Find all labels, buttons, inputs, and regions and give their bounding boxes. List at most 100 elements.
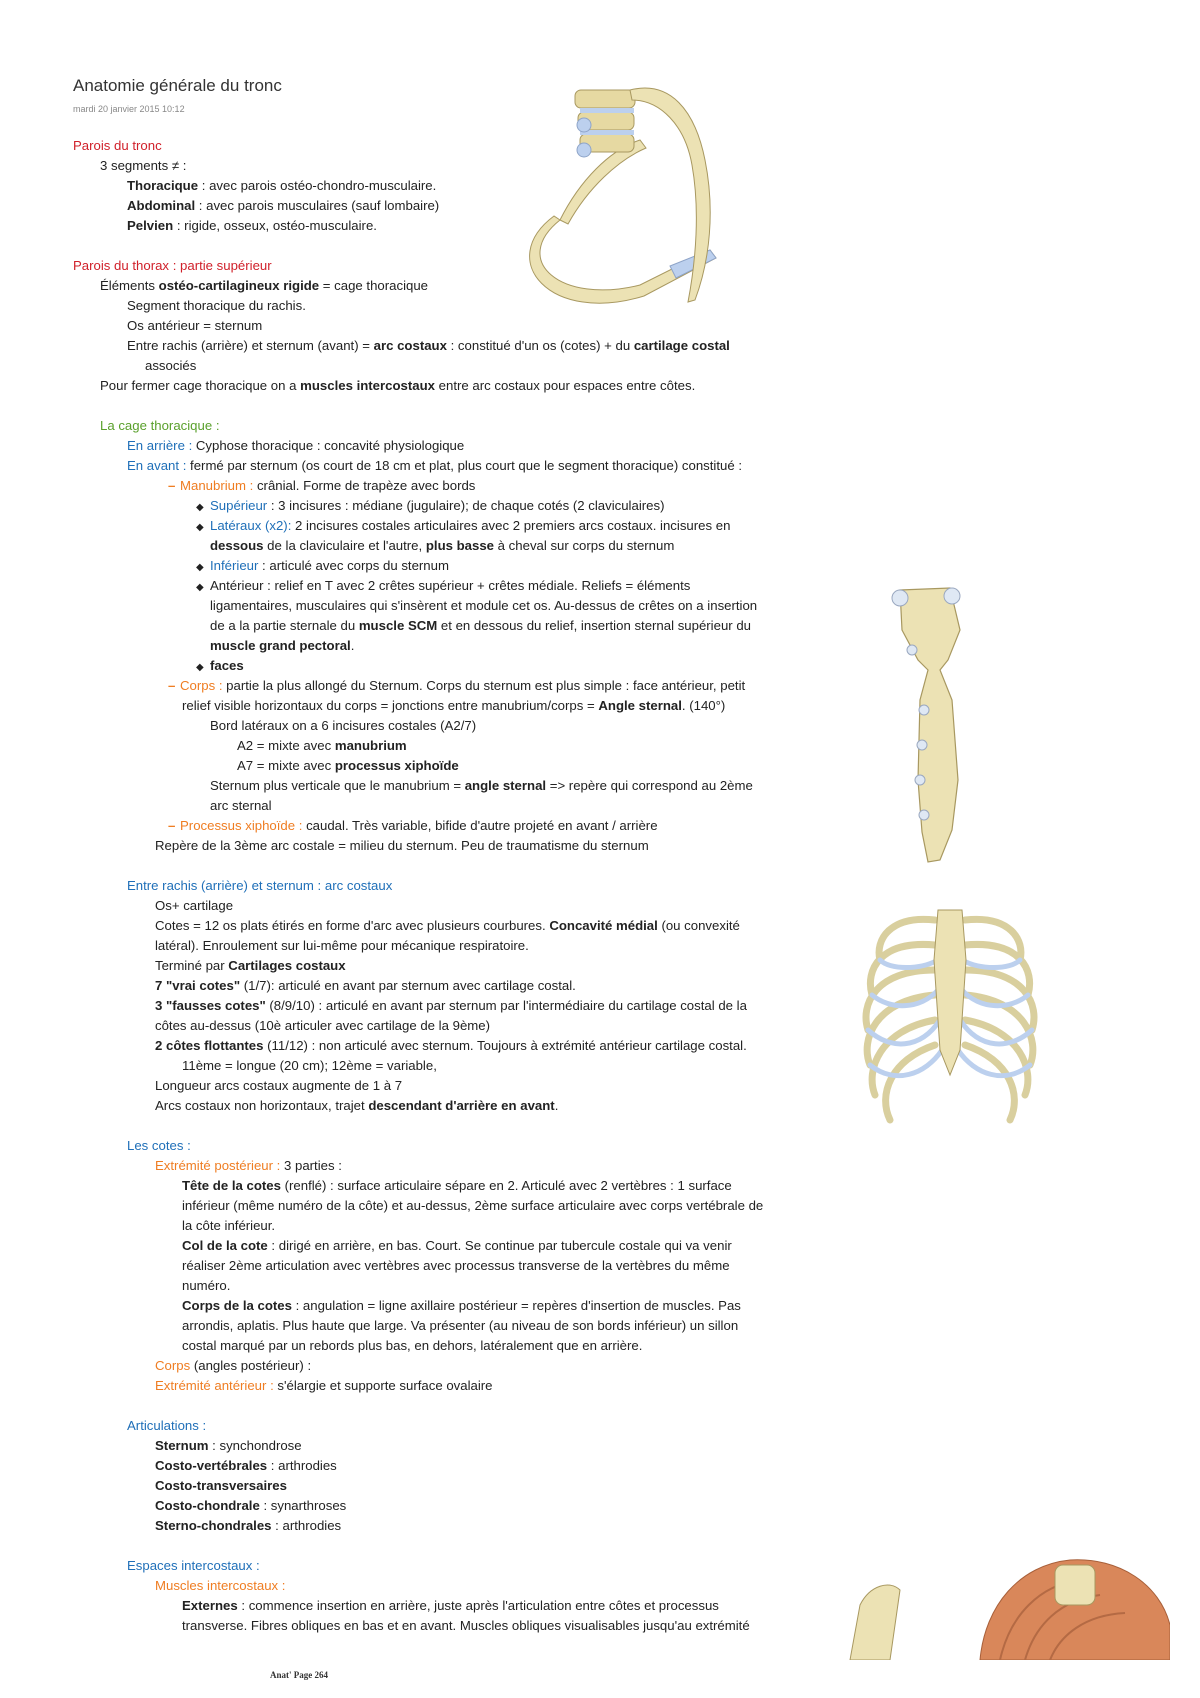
note-text: Longueur arcs costaux augmente de 1 à 7 bbox=[155, 1078, 403, 1093]
note-text: arrondis, aplatis. Plus haute que large.… bbox=[182, 1318, 739, 1333]
note-line: latéral). Enroulement sur lui-même pour … bbox=[155, 938, 529, 954]
note-line: Sternum plus verticale que le manubrium … bbox=[210, 778, 753, 794]
note-line: ◆Inférieur : articulé avec corps du ster… bbox=[196, 558, 449, 576]
note-line: 11ème = longue (20 cm); 12ème = variable… bbox=[182, 1058, 437, 1074]
note-line: Sternum : synchondrose bbox=[155, 1438, 302, 1454]
note-line: Abdominal : avec parois musculaires (sau… bbox=[127, 198, 439, 214]
note-text: réaliser 2ème articulation avec vertèbre… bbox=[182, 1258, 730, 1273]
note-line: ligamentaires, musculaires qui s'insèren… bbox=[210, 598, 757, 614]
note-text: = cage thoracique bbox=[319, 278, 429, 293]
note-text: : arthrodies bbox=[271, 1518, 342, 1533]
note-text: plus basse bbox=[425, 538, 495, 553]
note-text: "fausses cotes" bbox=[166, 998, 266, 1013]
note-line: Thoracique : avec parois ostéo-chondro-m… bbox=[127, 178, 436, 194]
note-text: Muscles intercostaux : bbox=[155, 1578, 286, 1593]
note-line: Éléments ostéo-cartilagineux rigide = ca… bbox=[100, 278, 428, 294]
note-text: latéral). Enroulement sur lui-même pour … bbox=[155, 938, 529, 953]
note-line: associés bbox=[145, 358, 196, 374]
note-line: de a la partie sternale du muscle SCM et… bbox=[210, 618, 751, 634]
note-line: Corps de la cotes : angulation = ligne a… bbox=[182, 1298, 741, 1314]
note-line: numéro. bbox=[182, 1278, 230, 1294]
note-text: Antérieur : relief en T avec 2 crêtes su… bbox=[210, 578, 691, 593]
note-text: : constitué d'un os (cotes) + du bbox=[446, 338, 634, 353]
note-text: côtes au-dessus (10è articuler avec cart… bbox=[155, 1018, 490, 1033]
note-text: En avant : bbox=[127, 458, 187, 473]
note-text: muscles intercostaux bbox=[300, 378, 435, 393]
note-text: arc costaux bbox=[373, 338, 447, 353]
note-text: Parois du thorax : partie supérieur bbox=[73, 258, 272, 273]
note-text: caudal. Très variable, bifide d'autre pr… bbox=[302, 818, 658, 833]
note-line: Arcs costaux non horizontaux, trajet des… bbox=[155, 1098, 558, 1114]
note-text: – bbox=[168, 478, 176, 493]
note-line: Articulations : bbox=[127, 1418, 206, 1434]
note-text: Les cotes : bbox=[127, 1138, 191, 1153]
note-line: Les cotes : bbox=[127, 1138, 191, 1154]
note-text: A7 = mixte avec bbox=[237, 758, 335, 773]
note-line: relief visible horizontaux du corps = jo… bbox=[182, 698, 725, 714]
note-line: Costo-vertébrales : arthrodies bbox=[155, 1458, 337, 1474]
note-line: Extrémité antérieur : s'élargie et suppo… bbox=[155, 1378, 493, 1394]
note-line: Col de la cote : dirigé en arrière, en b… bbox=[182, 1238, 732, 1254]
note-text: . bbox=[554, 1098, 559, 1113]
note-line: 2 côtes flottantes (11/12) : non articul… bbox=[155, 1038, 747, 1054]
note-text: Espaces intercostaux : bbox=[127, 1558, 260, 1573]
note-text: 2 incisures costales articulaires avec 2… bbox=[291, 518, 731, 533]
note-text: "vrai cotes" bbox=[166, 978, 241, 993]
note-line: 3 segments ≠ : bbox=[100, 158, 186, 174]
note-line: inférieur (même numéro de la côte) et au… bbox=[182, 1198, 763, 1214]
note-text: fermé par sternum (os court de 18 cm et … bbox=[186, 458, 743, 473]
note-text: la côte inférieur. bbox=[182, 1218, 276, 1233]
note-text: à cheval sur corps du sternum bbox=[494, 538, 675, 553]
rib-vertebra-figure bbox=[529, 87, 717, 304]
note-text: 7 bbox=[155, 978, 166, 993]
note-line: A7 = mixte avec processus xiphoïde bbox=[237, 758, 459, 774]
bullet-diamond-icon: ◆ bbox=[196, 562, 204, 573]
note-text: muscle SCM bbox=[358, 618, 438, 633]
page-date: mardi 20 janvier 2015 10:12 bbox=[73, 104, 185, 114]
note-text: – bbox=[168, 678, 176, 693]
note-line: –Processus xiphoïde : caudal. Très varia… bbox=[168, 818, 658, 834]
bullet-diamond-icon: ◆ bbox=[196, 502, 204, 513]
note-text: : articulé avec corps du sternum bbox=[258, 558, 449, 573]
sternum-figure bbox=[891, 587, 961, 863]
note-line: ◆faces bbox=[196, 658, 244, 676]
note-text: (renflé) : surface articulaire sépare en… bbox=[280, 1178, 732, 1193]
note-text: Éléments bbox=[100, 278, 159, 293]
note-text: processus xiphoïde bbox=[334, 758, 459, 773]
note-text: relief visible horizontaux du corps = jo… bbox=[182, 698, 599, 713]
note-text: arc sternal bbox=[210, 798, 272, 813]
note-text: : dirigé en arrière, en bas. Court. Se c… bbox=[267, 1238, 732, 1253]
note-text: Tête de la cotes bbox=[182, 1178, 281, 1193]
note-text: . (140°) bbox=[681, 698, 726, 713]
note-line: –Manubrium : crânial. Forme de trapèze a… bbox=[168, 478, 475, 494]
note-text: : avec parois ostéo-chondro-musculaire. bbox=[198, 178, 437, 193]
note-line: Extrémité postérieur : 3 parties : bbox=[155, 1158, 342, 1174]
note-text: Manubrium : bbox=[180, 478, 254, 493]
bullet-diamond-icon: ◆ bbox=[196, 522, 204, 533]
note-line: Bord latéraux on a 6 incisures costales … bbox=[210, 718, 476, 734]
note-line: Externes : commence insertion en arrière… bbox=[182, 1598, 719, 1614]
note-line: costal marqué par un rebords plus bas, e… bbox=[182, 1338, 642, 1354]
note-text: (11/12) : non articulé avec sternum. Tou… bbox=[263, 1038, 747, 1053]
note-text: Sterno-chondrales bbox=[155, 1518, 272, 1533]
note-text: => repère qui correspond au 2ème bbox=[546, 778, 753, 793]
note-text: entre arc costaux pour espaces entre côt… bbox=[435, 378, 696, 393]
note-text: Corps bbox=[155, 1358, 191, 1373]
note-line: côtes au-dessus (10è articuler avec cart… bbox=[155, 1018, 490, 1034]
note-text: Extrémité antérieur : bbox=[155, 1378, 274, 1393]
page-title: Anatomie générale du tronc bbox=[73, 76, 282, 95]
note-text: faces bbox=[210, 658, 244, 673]
note-text: Corps de la cotes bbox=[182, 1298, 292, 1313]
note-text: (ou convexité bbox=[657, 918, 740, 933]
note-text: Segment thoracique du rachis. bbox=[127, 298, 306, 313]
note-text: Sternum plus verticale que le manubrium … bbox=[210, 778, 465, 793]
note-line: Costo-transversaires bbox=[155, 1478, 287, 1494]
note-text: (1/7): articulé en avant par sternum ave… bbox=[240, 978, 576, 993]
note-text: transverse. Fibres obliques en bas et en… bbox=[182, 1618, 750, 1633]
note-line: Parois du thorax : partie supérieur bbox=[73, 258, 272, 274]
note-text: 2 côtes flottantes bbox=[155, 1038, 264, 1053]
note-text: Angle sternal bbox=[598, 698, 682, 713]
note-text: muscle grand pectoral bbox=[210, 638, 351, 653]
note-line: Pelvien : rigide, osseux, ostéo-musculai… bbox=[127, 218, 377, 234]
note-text: Costo-transversaires bbox=[155, 1478, 287, 1493]
